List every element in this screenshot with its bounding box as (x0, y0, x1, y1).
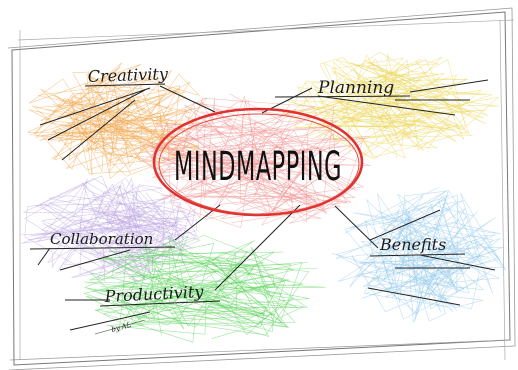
scribble-stroke (149, 97, 366, 220)
center-node: MINDMAPPING (152, 107, 364, 217)
branch-label-planning: Planning (317, 78, 394, 98)
scribble-stroke (23, 175, 197, 278)
center-ellipse (152, 107, 364, 217)
branch-connectors (37, 79, 496, 331)
connector-productivity (65, 204, 301, 331)
connector-creativity (39, 85, 216, 161)
scribble-stroke (137, 95, 371, 219)
scribble-stroke (27, 63, 190, 175)
connector-benefits (334, 205, 496, 306)
scribble-stroke (335, 192, 507, 300)
scribble-stroke (20, 181, 198, 280)
branch-label-creativity: Creativity (87, 64, 169, 86)
scribble-stroke (153, 93, 356, 208)
scribble-stroke (89, 240, 326, 337)
center-label: MINDMAPPING (174, 144, 342, 190)
scribble-stroke (337, 189, 506, 321)
scribble-stroke (295, 54, 499, 152)
scribble-stroke (150, 97, 356, 224)
branch-label-collaboration: Collaboration (50, 230, 153, 248)
scribble-stroke (49, 193, 198, 280)
scribble-stroke (85, 239, 294, 339)
branch-label-benefits: Benefits (379, 235, 446, 254)
connector-planning (261, 79, 489, 116)
scribble-stroke (29, 69, 181, 176)
